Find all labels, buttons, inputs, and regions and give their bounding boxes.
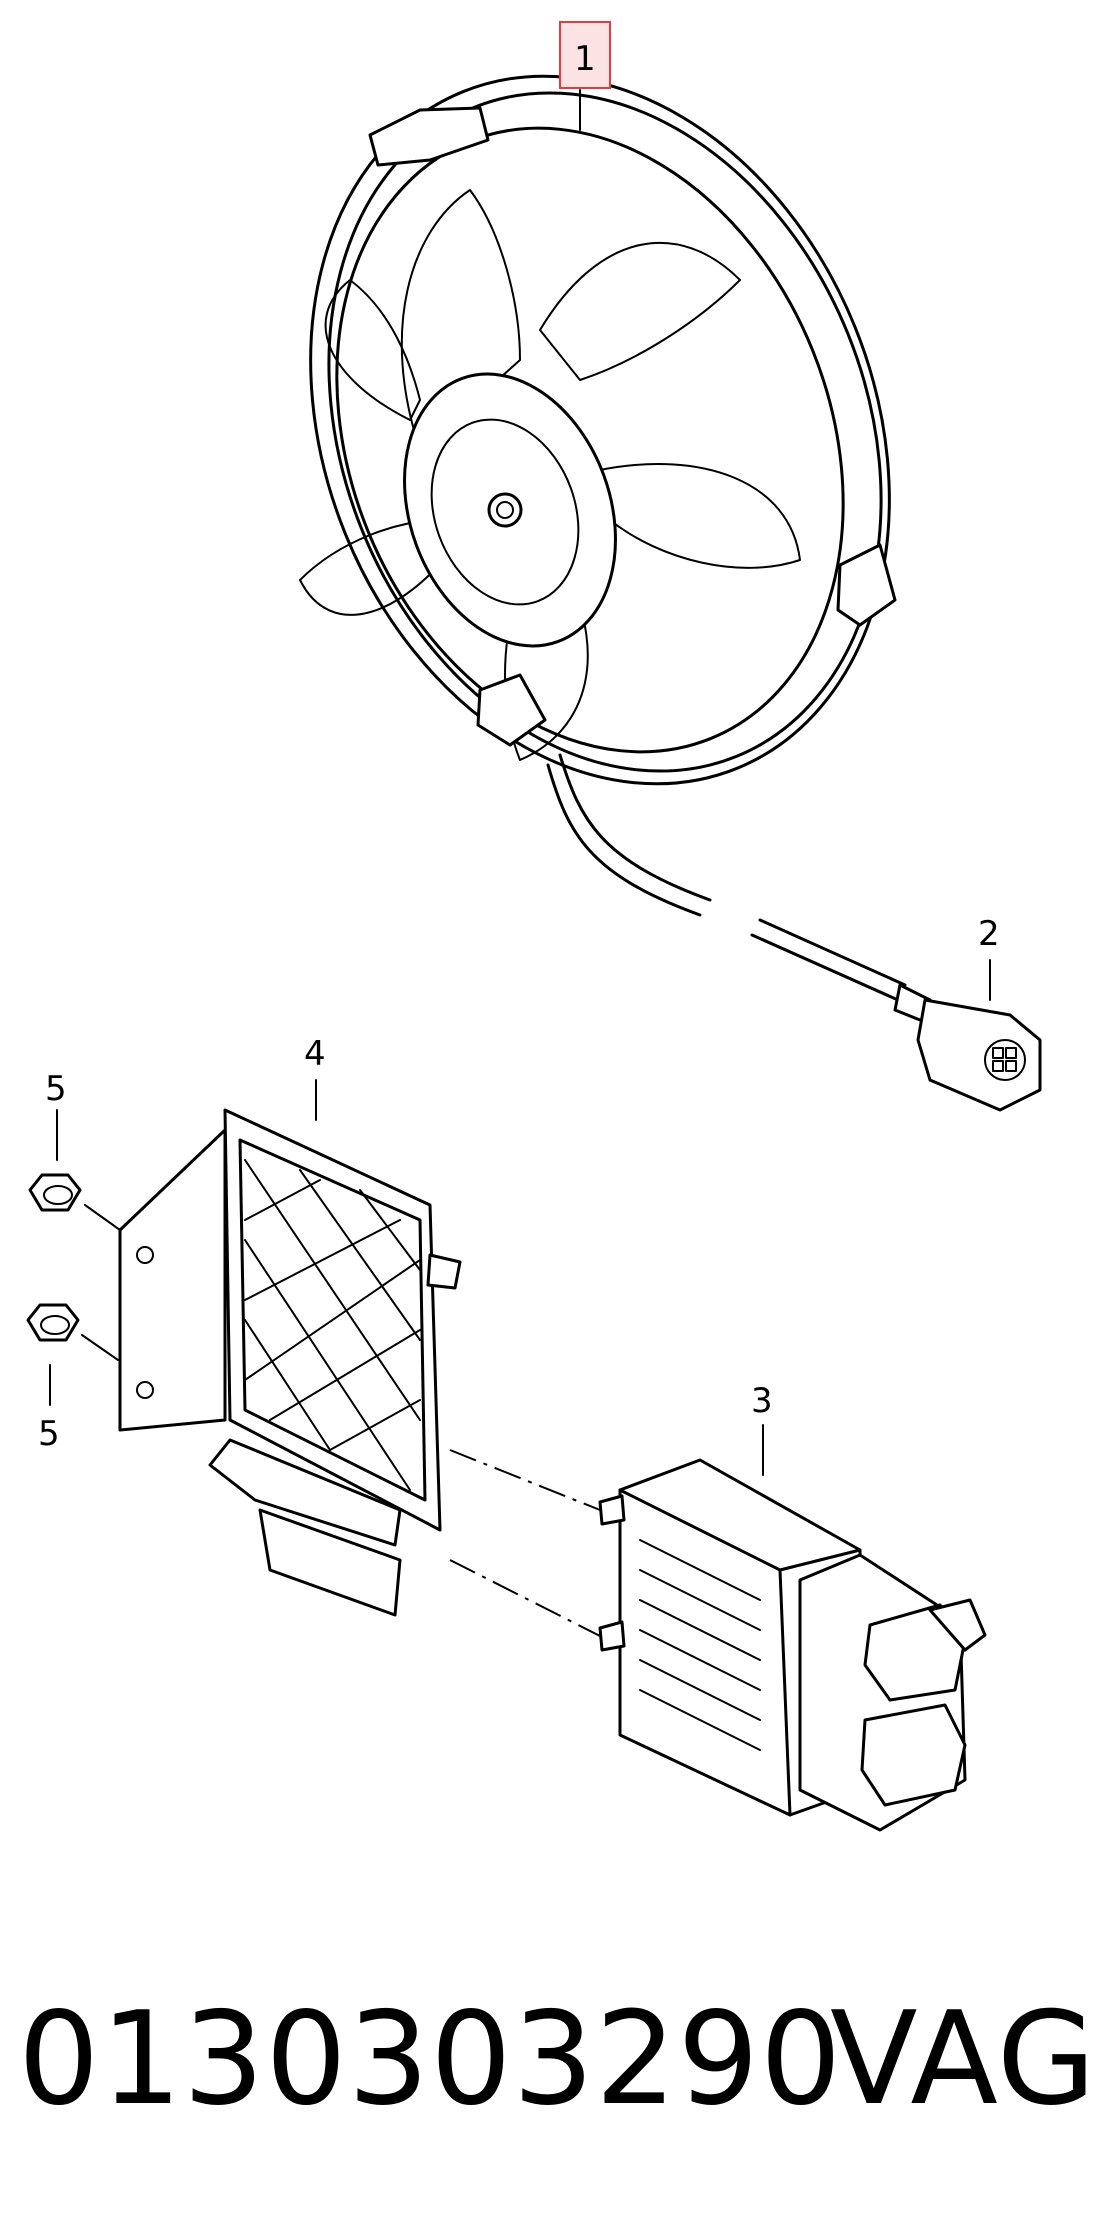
callout-5-lower: 5 (38, 1414, 60, 1454)
brand-name: VAG (830, 1985, 1097, 2134)
callout-1: 1 (574, 39, 596, 79)
assembly-line-upper (449, 1449, 601, 1511)
nut-lower (26, 1303, 119, 1361)
nut-upper (28, 1173, 121, 1231)
callout-4: 4 (304, 1034, 326, 1074)
callout-3: 3 (751, 1381, 773, 1421)
footer: 0130303290 VAG (18, 1985, 1096, 2134)
part-number: 0130303290 (18, 1985, 843, 2134)
callout-1-highlight (559, 21, 611, 89)
callout-5-upper: 5 (45, 1069, 67, 1109)
connector-plug (893, 983, 1042, 1112)
mounting-bracket (118, 1108, 462, 1617)
callout-2: 2 (978, 914, 1000, 954)
fan-assembly (299, 74, 907, 1002)
assembly-line-lower (449, 1559, 601, 1637)
control-unit (598, 1458, 987, 1832)
